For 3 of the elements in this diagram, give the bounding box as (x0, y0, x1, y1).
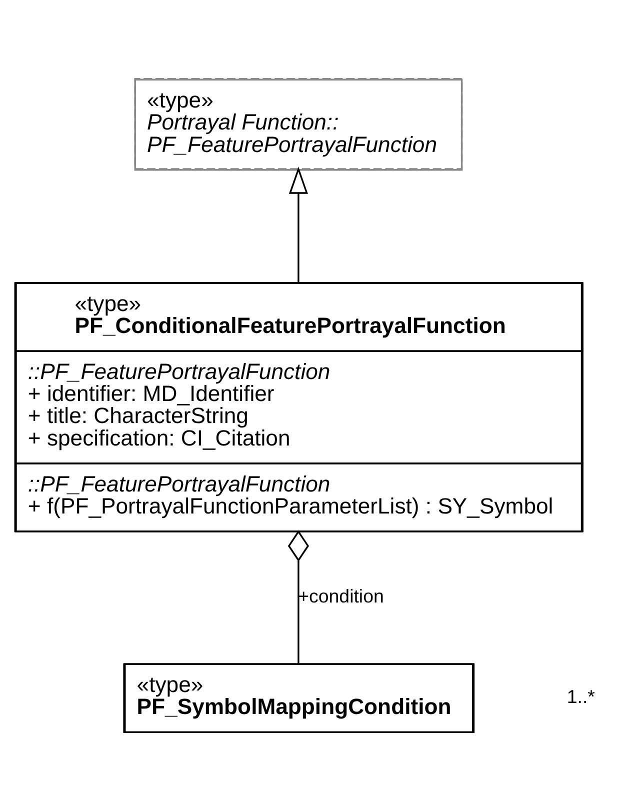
arrow (288, 166, 308, 282)
connector (288, 530, 309, 664)
label: 1..* (566, 685, 595, 706)
